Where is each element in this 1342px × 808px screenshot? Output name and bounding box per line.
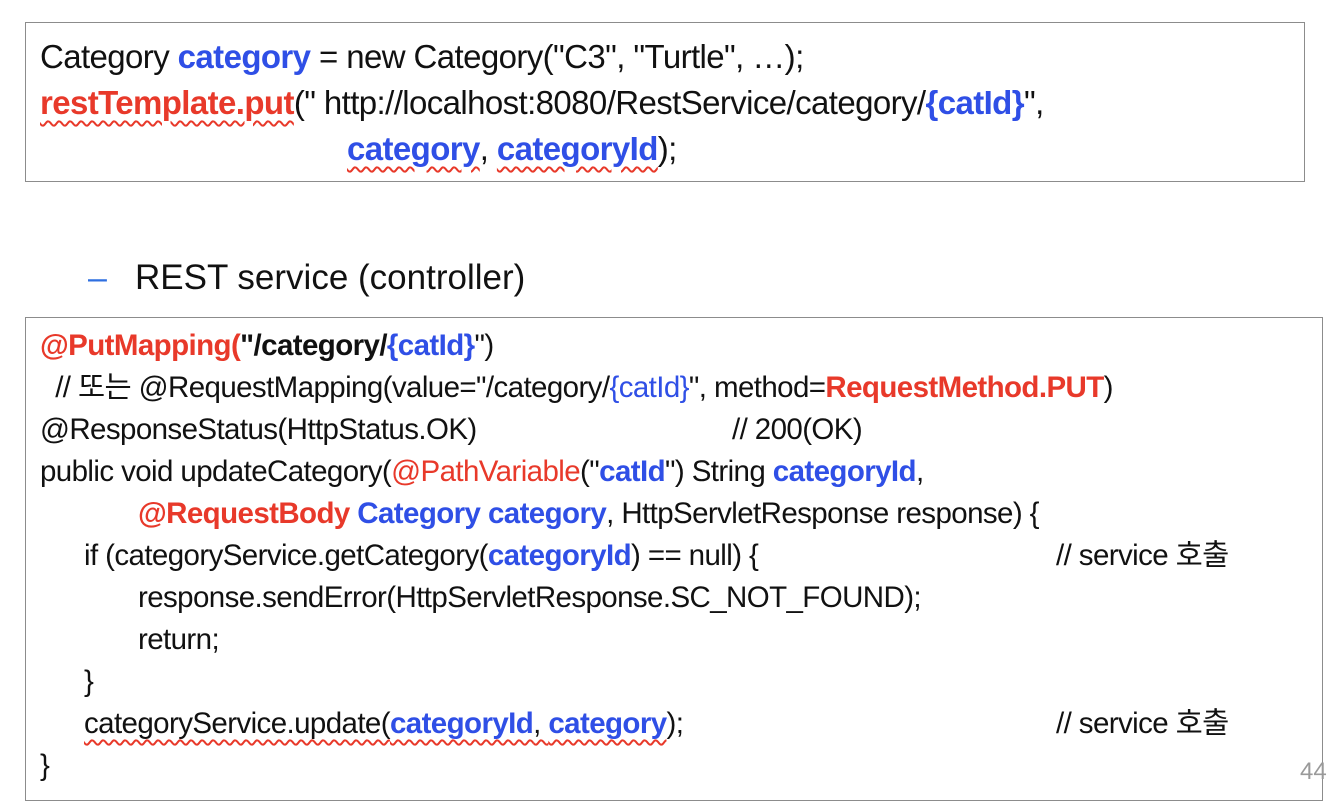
code-variable: category [177, 38, 311, 75]
code-text: } [84, 665, 94, 698]
code-text: ) == null) { [631, 539, 759, 572]
code-text: } [40, 749, 50, 782]
code-text: , HttpServletResponse response) { [606, 497, 1039, 530]
code-variable: category [347, 130, 480, 167]
code-line-server-8: return; [138, 620, 220, 660]
code-text: ", [1023, 84, 1044, 121]
code-comment: // 200(OK) [732, 413, 863, 446]
code-path-variable: {catId} [609, 371, 689, 404]
code-comment-service-1: // service 호출 [1056, 536, 1229, 576]
code-annotation: @PutMapping( [40, 329, 241, 362]
code-path-variable: {catId} [386, 329, 475, 362]
code-text: ", method= [688, 371, 826, 404]
code-comment: // service 호출 [1056, 707, 1229, 740]
code-text: ) [1103, 371, 1114, 404]
code-variable: categoryId [496, 130, 658, 167]
code-method-call: restTemplate.put [40, 84, 294, 121]
page-number: 44 [1300, 758, 1327, 785]
code-path-variable: {catId} [925, 84, 1024, 121]
code-line-server-2: // 또는 @RequestMapping(value="/category/{… [40, 368, 1113, 408]
code-variable: categoryId [487, 539, 632, 572]
code-text: if (categoryService.getCategory( [84, 539, 488, 572]
code-annotation: @RequestBody [138, 497, 350, 530]
code-text: Category [40, 38, 178, 75]
code-text: , [915, 455, 924, 488]
bullet-heading: REST service (controller) [135, 258, 526, 297]
code-text: , [533, 707, 549, 740]
code-text: response.sendError(HttpServletResponse.S… [138, 581, 922, 614]
code-text: (" http://localhost:8080/RestService/cat… [293, 84, 926, 121]
code-text: public void updateCategory( [40, 455, 392, 488]
code-line-server-7: response.sendError(HttpServletResponse.S… [138, 578, 922, 618]
code-text: ") String [665, 455, 773, 488]
code-line-server-1: @PutMapping("/category/{catId}") [40, 326, 494, 366]
code-line-server-9: } [84, 662, 94, 702]
code-path-variable: catId [599, 455, 665, 488]
code-variable: category [548, 707, 667, 740]
code-line-server-10: categoryService.update(categoryId, categ… [84, 704, 684, 744]
code-text: ); [666, 707, 684, 740]
code-text: ") [474, 329, 495, 362]
code-text: , [479, 130, 497, 167]
code-text: return; [138, 623, 220, 656]
code-line-server-4: public void updateCategory(@PathVariable… [40, 452, 924, 492]
code-underlined-call: categoryService.update(categoryId, categ… [84, 707, 667, 740]
bullet-dash: – [88, 259, 107, 297]
code-variable: categoryId [772, 455, 917, 488]
controller-code-box: @PutMapping("/category/{catId}") // 또는 @… [25, 317, 1323, 801]
code-line-server-11: } [40, 746, 50, 786]
code-variable: categoryId [389, 707, 534, 740]
code-text: (" [580, 455, 600, 488]
client-code-box: Category category = new Category("C3", "… [25, 22, 1305, 182]
code-text: "/category/ [240, 329, 387, 362]
code-line-client-1: Category category = new Category("C3", "… [40, 35, 804, 79]
code-text: @ResponseStatus(HttpStatus.OK) [40, 413, 477, 446]
code-text: ); [657, 130, 678, 167]
code-comment-service-2: // service 호출 [1056, 704, 1229, 744]
code-comment: // service 호출 [1056, 539, 1229, 572]
code-variable: Category category [349, 497, 607, 530]
code-comment-status: // 200(OK) [732, 410, 863, 450]
code-annotation: @PathVariable [391, 455, 581, 488]
code-line-server-6: if (categoryService.getCategory(category… [84, 536, 759, 576]
code-text: categoryService.update( [84, 707, 391, 740]
code-keyword: RequestMethod.PUT [825, 371, 1104, 404]
code-line-client-2: restTemplate.put(" http://localhost:8080… [40, 81, 1044, 125]
code-line-server-3: @ResponseStatus(HttpStatus.OK) [40, 410, 477, 450]
code-comment: // 또는 @RequestMapping(value="/category/ [40, 371, 610, 404]
code-text: = new Category("C3", "Turtle", …); [310, 38, 804, 75]
code-line-client-3: category, categoryId); [347, 127, 677, 171]
code-line-server-5: @RequestBody Category category, HttpServ… [138, 494, 1040, 534]
